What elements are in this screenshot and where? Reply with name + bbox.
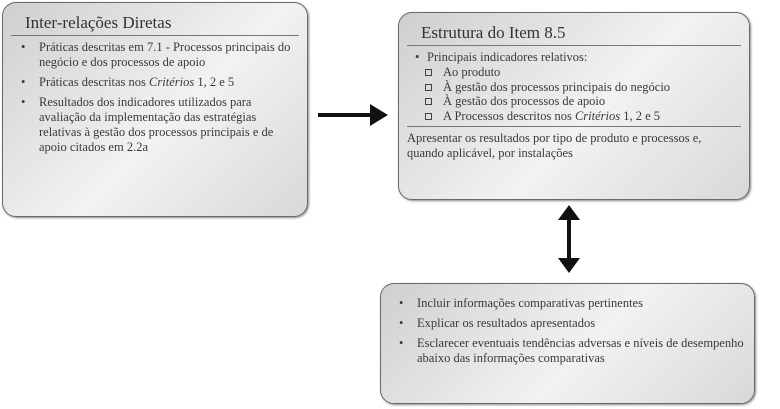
right-arrow-icon	[318, 104, 388, 126]
sub-item: À gestão dos processos principais do neg…	[425, 80, 741, 95]
sub-list: Ao produto À gestão dos processos princi…	[407, 65, 741, 123]
list-item: •Explicar os resultados apresentados	[399, 316, 596, 330]
box-item-structure: Estrutura do Item 8.5 •Principais indica…	[398, 12, 750, 200]
double-arrow-icon	[558, 205, 580, 273]
sub-item: À gestão dos processos de apoio	[425, 94, 741, 109]
list-item: •Resultados dos indicadores utilizados p…	[21, 95, 274, 154]
list-item: •Práticas descritas em 7.1 - Processos p…	[21, 40, 291, 69]
sub-item: A Processos descritos nos Critérios 1, 2…	[425, 109, 741, 124]
box-title: Inter-relações Diretas	[11, 13, 299, 36]
sub-item: Ao produto	[425, 65, 741, 80]
list-item: •Incluir informações comparativas pertin…	[399, 296, 643, 310]
list-item: •Esclarecer eventuais tendências adversa…	[399, 336, 744, 365]
box-guidelines: •Incluir informações comparativas pertin…	[380, 283, 755, 404]
list-item: •Principais indicadores relativos:	[415, 50, 588, 64]
list-item: •Práticas descritas nos Critérios 1, 2 e…	[21, 75, 235, 89]
note: Apresentar os resultados por tipo de pro…	[407, 131, 702, 160]
box-title: Estrutura do Item 8.5	[407, 23, 741, 46]
box-direct-interrelations: Inter-relações Diretas •Práticas descrit…	[2, 2, 308, 217]
